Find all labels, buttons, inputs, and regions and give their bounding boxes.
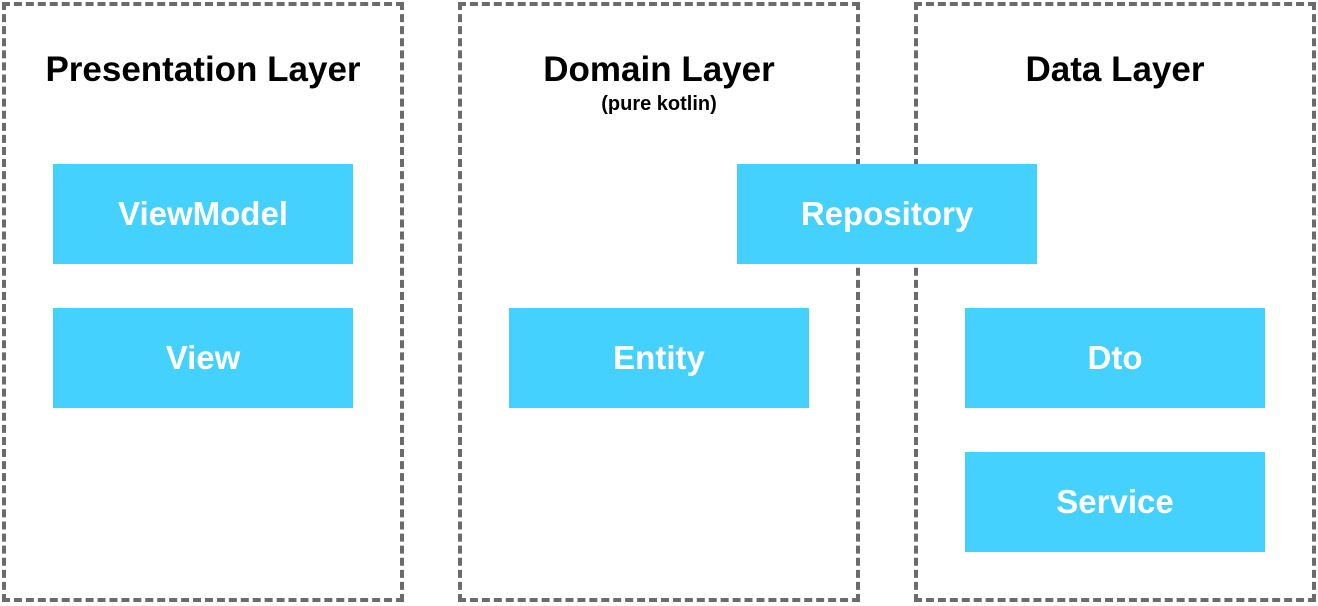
dto-box: Dto [965, 308, 1265, 408]
entity-box: Entity [509, 308, 809, 408]
presentation-layer-title: Presentation Layer [45, 50, 361, 89]
domain-layer-title: Domain Layer [543, 50, 775, 89]
view-box: View [53, 308, 353, 408]
service-box: Service [965, 452, 1265, 552]
domain-layer-container: Domain Layer (pure kotlin) [458, 2, 860, 602]
repository-box: Repository [737, 164, 1037, 264]
data-layer-title: Data Layer [1025, 50, 1205, 89]
presentation-layer-container: Presentation Layer [2, 2, 404, 602]
data-layer-container: Data Layer [914, 2, 1316, 602]
domain-layer-subtitle: (pure kotlin) [601, 93, 717, 115]
viewmodel-box: ViewModel [53, 164, 353, 264]
